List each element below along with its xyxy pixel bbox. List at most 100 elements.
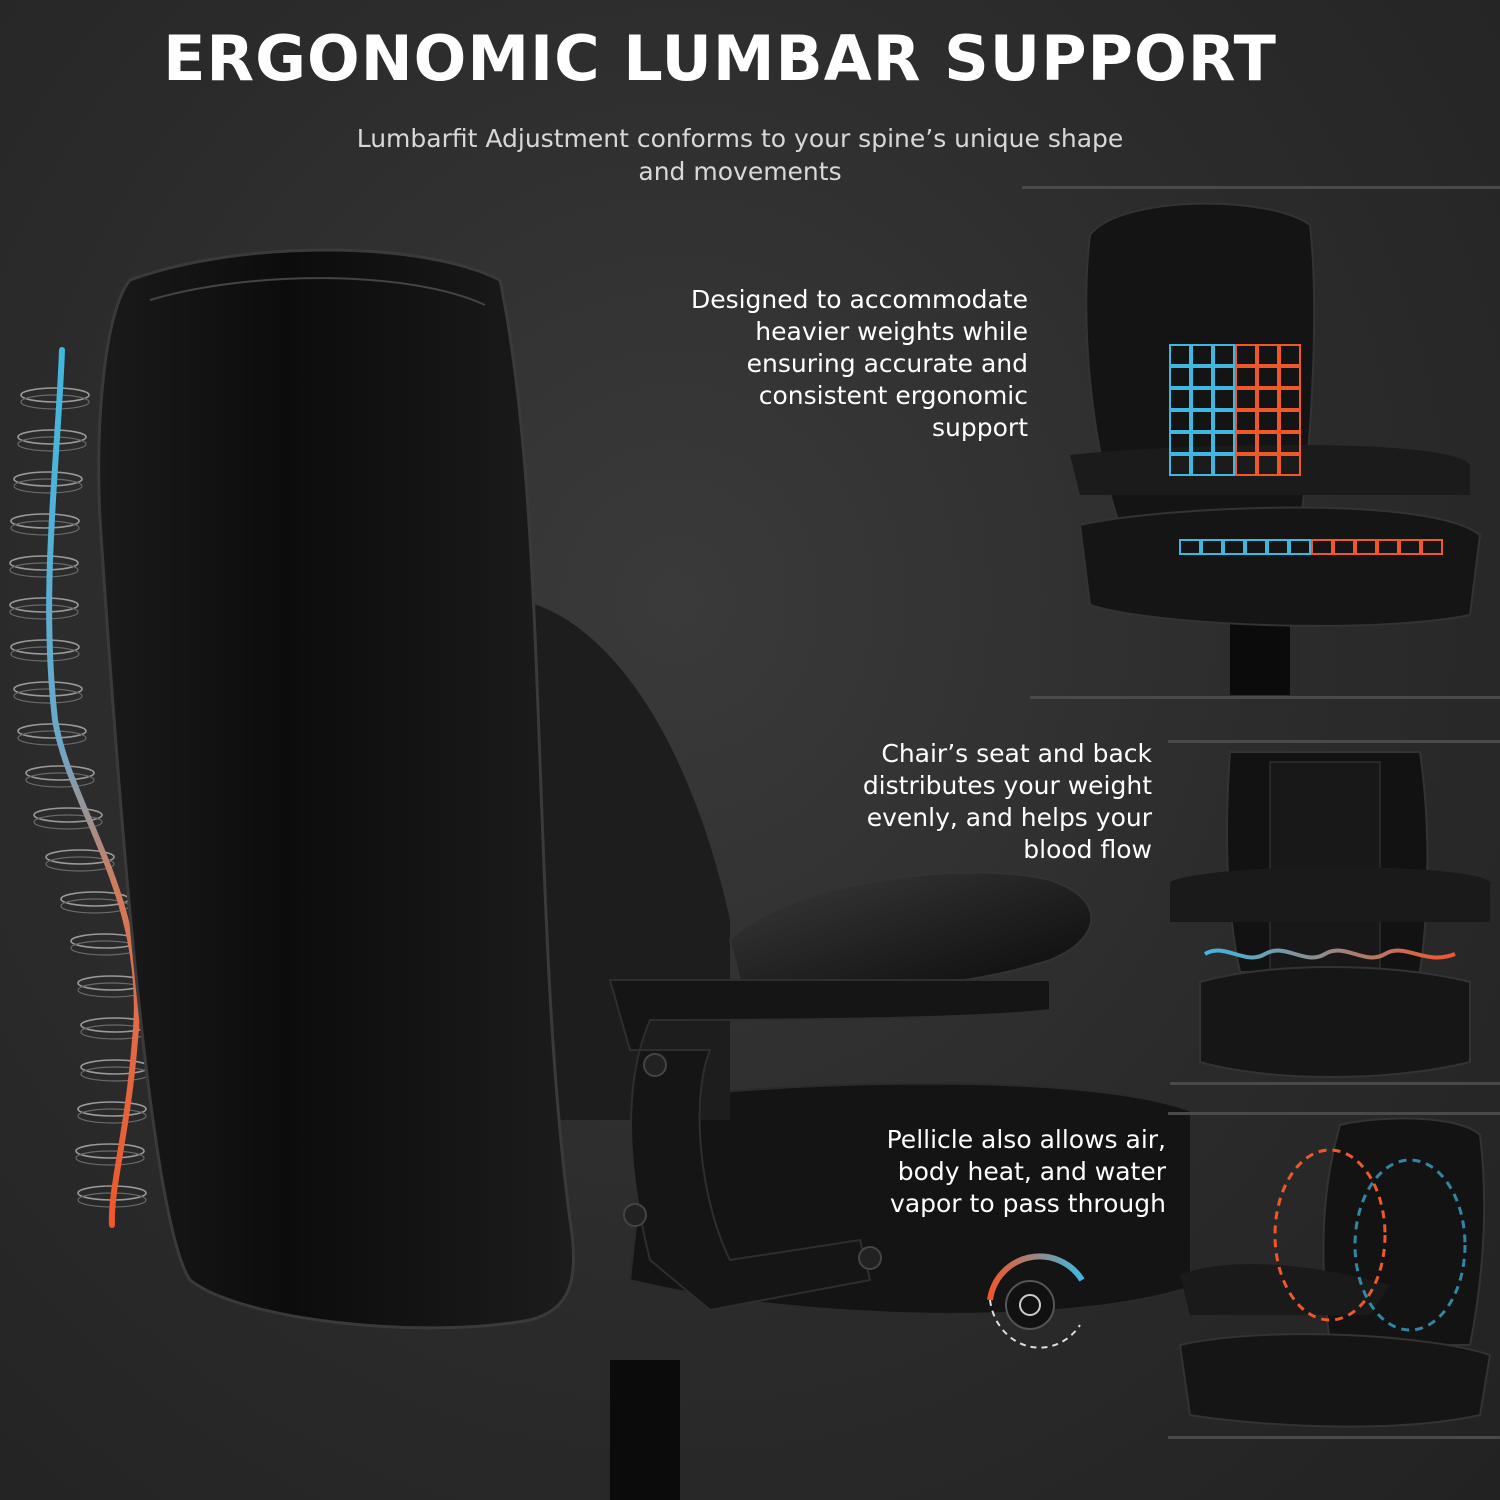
- vertebra-disc-edge: [17, 730, 87, 746]
- gas-lift-pole: [610, 1360, 680, 1500]
- page-title: ERGONOMIC LUMBAR SUPPORT: [163, 22, 1277, 95]
- inset-chair-lumbar-grid: [1070, 202, 1482, 695]
- inset-divider: [1168, 740, 1500, 743]
- callout-line: ensuring accurate and: [746, 349, 1028, 378]
- pressure-grid: [1169, 344, 1443, 555]
- grid-cell: [1235, 344, 1257, 366]
- grid-cell: [1257, 432, 1279, 454]
- inset-chair-breathable: [1178, 1117, 1492, 1428]
- vertebra-disc: [17, 429, 87, 445]
- grid-cell: [1279, 410, 1301, 432]
- callout-line: Pellicle also allows air,: [886, 1125, 1166, 1154]
- grid-cell: [1191, 344, 1213, 366]
- subtitle: Lumbarfit Adjustment conforms to your sp…: [300, 122, 1180, 188]
- grid-cell: [1169, 344, 1191, 366]
- grid-cell: [1179, 539, 1201, 555]
- inset-divider: [1168, 1436, 1500, 1439]
- grid-cell: [1421, 539, 1443, 555]
- grid-cell: [1191, 432, 1213, 454]
- pressure-wave: [1203, 948, 1456, 960]
- vertebra-disc: [9, 597, 79, 613]
- callout-line: support: [932, 413, 1028, 442]
- vertebra-disc-edge: [10, 520, 80, 536]
- knob-icon: [1005, 1280, 1055, 1330]
- backrest: [97, 248, 576, 1330]
- callout-line: vapor to pass through: [890, 1189, 1166, 1218]
- grid-cell: [1213, 454, 1235, 476]
- vertebra-disc-edge: [25, 772, 95, 788]
- grid-cell: [1191, 366, 1213, 388]
- grid-cell: [1191, 454, 1213, 476]
- vertebra-disc-edge: [75, 1150, 145, 1166]
- vertebra-disc-edge: [10, 646, 80, 662]
- callout-line: evenly, and helps your: [866, 803, 1152, 832]
- grid-cell: [1235, 366, 1257, 388]
- grid-cell: [1377, 539, 1399, 555]
- bracket-bolt: [858, 1246, 882, 1270]
- grid-cell: [1257, 366, 1279, 388]
- inset-divider: [1170, 1082, 1500, 1085]
- grid-cell: [1279, 454, 1301, 476]
- grid-cell: [1169, 410, 1191, 432]
- grid-cell: [1279, 344, 1301, 366]
- subtitle-line-2: and movements: [638, 157, 842, 186]
- vertebra-disc-edge: [45, 856, 115, 872]
- grid-cell: [1279, 432, 1301, 454]
- bracket-bolt: [643, 1053, 667, 1077]
- grid-cell: [1235, 410, 1257, 432]
- grid-cell: [1257, 454, 1279, 476]
- vertebra-disc: [10, 639, 80, 655]
- grid-cell: [1311, 539, 1333, 555]
- grid-cell: [1289, 539, 1311, 555]
- grid-cell: [1169, 454, 1191, 476]
- grid-cell: [1213, 344, 1235, 366]
- grid-cell: [1191, 410, 1213, 432]
- grid-cell: [1201, 539, 1223, 555]
- callout-weight-support: Designed to accommodate heavier weights …: [640, 284, 1028, 444]
- grid-cell: [1399, 539, 1421, 555]
- inset-divider: [1168, 1112, 1500, 1115]
- vertebra-disc-edge: [13, 478, 83, 494]
- callout-line: consistent ergonomic: [758, 381, 1028, 410]
- grid-cell: [1213, 388, 1235, 410]
- backrest-seam: [149, 277, 486, 306]
- vertebra-disc: [45, 849, 115, 865]
- vertebra-disc-edge: [9, 562, 79, 578]
- grid-cell: [1213, 366, 1235, 388]
- vertebra-disc: [10, 513, 80, 529]
- grid-cell: [1279, 366, 1301, 388]
- vertebra-disc: [13, 471, 83, 487]
- grid-cell: [1235, 388, 1257, 410]
- inset-divider: [1030, 696, 1500, 699]
- grid-cell: [1169, 388, 1191, 410]
- vertebra-disc: [75, 1143, 145, 1159]
- grid-cell: [1333, 539, 1355, 555]
- grid-cell: [1257, 388, 1279, 410]
- callout-line: Chair’s seat and back: [881, 739, 1152, 768]
- vertebra-disc-edge: [9, 604, 79, 620]
- armrest-bracket: [608, 978, 1051, 1312]
- vertebra-disc: [33, 807, 103, 823]
- callout-breathable-pellicle: Pellicle also allows air, body heat, and…: [830, 1124, 1166, 1220]
- inset-chair-distribution: [1170, 751, 1490, 1078]
- callout-line: distributes your weight: [862, 771, 1152, 800]
- vertebra-disc-edge: [17, 436, 87, 452]
- vertebra-disc: [17, 723, 87, 739]
- grid-cell: [1235, 432, 1257, 454]
- spine-curve: [46, 347, 140, 1228]
- callout-line: body heat, and water: [897, 1157, 1166, 1186]
- vertebra-disc-edge: [33, 814, 103, 830]
- grid-cell: [1279, 388, 1301, 410]
- vertebra-disc-edge: [77, 1108, 147, 1124]
- callout-line: blood flow: [1023, 835, 1152, 864]
- grid-cell: [1235, 454, 1257, 476]
- inset-divider: [1022, 186, 1500, 189]
- grid-cell: [1169, 366, 1191, 388]
- grid-cell: [1169, 432, 1191, 454]
- bracket-bolt: [623, 1203, 647, 1227]
- grid-cell: [1355, 539, 1377, 555]
- grid-cell: [1213, 432, 1235, 454]
- grid-cell: [1257, 344, 1279, 366]
- armrest-pad: [728, 871, 1093, 992]
- grid-cell: [1191, 388, 1213, 410]
